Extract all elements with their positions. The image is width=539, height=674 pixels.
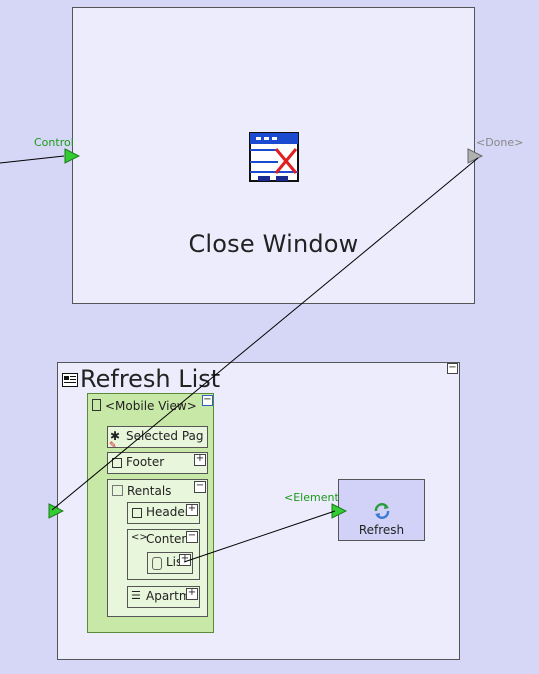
apartments-expand-button[interactable]: + [186,587,198,600]
list-item[interactable]: List + [147,552,193,574]
done-to-refresh-list-wire [51,157,479,511]
footer-label: Footer [126,455,165,469]
control-port-icon[interactable] [64,148,80,164]
mobile-view-container[interactable]: <Mobile View> − ✱ Selected Pag ✎ Footer … [87,393,214,633]
close-window-title: Close Window [188,230,359,258]
content-container[interactable]: <> Content − List + [127,529,200,580]
database-icon [152,557,162,570]
rentals-container[interactable]: Rentals − Header + <> Content − List + ☰… [107,479,208,617]
content-collapse-button[interactable]: − [186,530,198,543]
code-brackets-icon: <> [131,532,148,543]
footer-expand-button[interactable]: + [194,453,206,466]
list-to-refresh-wire [183,510,336,563]
done-port-label: <Done> [476,136,524,149]
refresh-list-icon [62,372,78,387]
mobile-view-collapse-button[interactable]: − [202,394,213,406]
refresh-action-node[interactable]: Refresh [338,479,425,541]
refresh-icon [373,502,391,520]
apartments-item[interactable]: ☰ Apartme + [127,586,200,608]
footer-box-icon [112,458,122,468]
content-label: Content [146,532,194,546]
refresh-list-port-icon[interactable] [48,503,64,519]
header-box-icon [132,508,142,518]
rentals-list-icon [112,485,123,496]
list-lines-icon: ☰ [131,589,141,602]
asterisk-icon: ✱ [110,429,121,443]
refresh-list-title: Refresh List [80,365,221,393]
apartments-label: Apartme [146,589,198,603]
header-expand-button[interactable]: + [186,503,198,516]
rentals-label: Rentals [127,484,172,498]
footer-item[interactable]: Footer + [107,452,208,474]
close-window-icon [248,131,300,183]
element-port-label: <Element> [284,491,348,504]
element-port-icon[interactable] [331,503,347,519]
control-port-label: Control [34,136,74,149]
mobile-device-icon [92,399,101,411]
refresh-list-collapse-button[interactable]: − [447,362,458,374]
done-port-icon[interactable] [467,148,483,164]
header-label: Header [146,505,190,519]
refresh-action-label: Refresh [358,523,405,537]
header-item[interactable]: Header + [127,502,200,524]
error-marker-icon: ✎ [109,441,117,448]
rentals-collapse-button[interactable]: − [194,480,206,493]
